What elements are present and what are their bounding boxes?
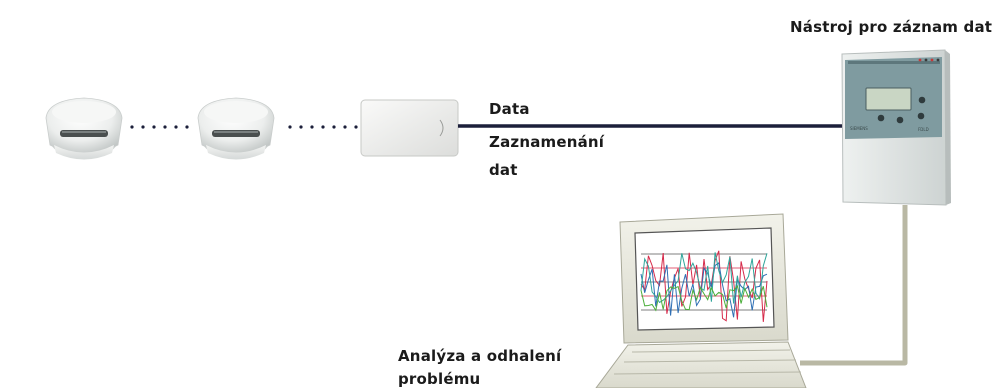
data-label: Data [489,100,530,118]
data-logger-label: Nástroj pro záznam dat [790,18,993,36]
bus-dots-2 [288,125,358,129]
keyboard-icon [595,341,807,388]
analysis-label-line2: problému [398,370,481,388]
logger-model: FDLD [918,127,929,132]
smoke-detector-1-icon [45,97,123,160]
graph-trace-1 [640,250,768,322]
analysis-label-line1: Analýza a odhalení [398,347,562,365]
trend-graph [640,250,768,322]
recording-label-line2: dat [489,161,518,179]
data-logger-device-icon: SIEMENS FDLD [841,49,951,206]
bus-dots-1 [130,125,189,129]
smoke-detector-2-icon [197,97,275,160]
logger-pc-cable [800,205,908,366]
logger-brand: SIEMENS [850,126,868,131]
monitor-icon [619,213,789,344]
interface-module-icon [360,99,459,157]
recording-label-line1: Zaznamenání [489,133,605,151]
graph-trace-2 [640,262,768,318]
graph-trace-3 [640,252,768,304]
graph-trace-4 [640,284,768,312]
